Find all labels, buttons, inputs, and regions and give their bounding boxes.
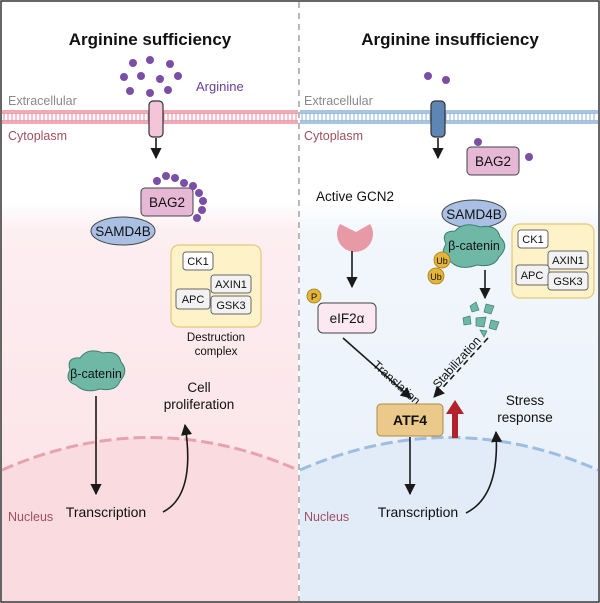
right-nuclear-envelope	[299, 436, 599, 472]
right-axin1-label: AXIN1	[552, 255, 584, 267]
right-beta-catenin	[442, 224, 506, 268]
right-bag2-label: BAG2	[475, 154, 511, 169]
ub-2-label: Ub	[430, 272, 442, 282]
right-bag2	[466, 146, 520, 176]
right-beta-catenin-label: β-catenin	[448, 239, 500, 253]
left-ck1	[182, 251, 214, 271]
right-nucleus-label: Nucleus	[304, 510, 349, 524]
right-arginine-dots	[424, 72, 450, 84]
right-bag2-arginine-1	[474, 138, 482, 146]
left-samd4b	[90, 216, 156, 246]
left-cell-line2: proliferation	[164, 397, 235, 412]
left-nucleus-label: Nucleus	[8, 510, 53, 524]
stress-line2: response	[497, 410, 553, 425]
ub-2	[427, 267, 445, 285]
left-axin1-label: AXIN1	[215, 279, 247, 291]
left-apc-label: APC	[182, 294, 205, 306]
right-transporter	[430, 100, 446, 138]
right-title: Arginine insufficiency	[361, 30, 539, 49]
right-ck1	[517, 229, 549, 249]
left-destruction-line1: Destruction	[187, 332, 245, 344]
left-cell-line1: Cell	[187, 380, 210, 395]
left-gsk3	[210, 295, 252, 315]
phospho-p-label: P	[311, 292, 317, 303]
right-apc-label: APC	[521, 270, 544, 282]
left-gsk3-label: GSK3	[216, 300, 245, 312]
left-destruction-line2: complex	[195, 346, 238, 358]
left-transcription: Transcription	[66, 504, 146, 520]
active-gcn2-label: Active GCN2	[316, 189, 394, 204]
atf4-label: ATF4	[393, 412, 427, 428]
atf4-up-arrow-shaft	[452, 412, 458, 438]
left-apc	[175, 288, 211, 310]
left-ck1-label: CK1	[187, 256, 208, 268]
left-transporter	[148, 100, 164, 138]
right-samd4b-label: SAMD4B	[446, 207, 502, 222]
left-extracellular-label: Extracellular	[8, 94, 77, 108]
left-axin1	[210, 274, 252, 294]
left-samd4b-label: SAMD4B	[95, 224, 151, 239]
degraded-fragments	[462, 301, 500, 338]
right-transcription: Transcription	[378, 504, 458, 520]
right-gsk3	[547, 271, 589, 291]
right-axin1	[547, 250, 589, 270]
left-beta-catenin	[67, 350, 126, 392]
left-bag2	[140, 187, 194, 217]
left-beta-catenin-label: β-catenin	[70, 367, 122, 381]
ub-1	[433, 251, 451, 269]
atf4-box	[376, 403, 444, 437]
left-bag2-label: BAG2	[149, 195, 185, 210]
arginine-label: Arginine	[196, 79, 244, 94]
left-nuclear-envelope	[1, 436, 299, 472]
left-nucleus-region	[2, 437, 298, 601]
left-proliferation-arrow	[162, 423, 193, 513]
right-ck1-label: CK1	[522, 234, 543, 246]
arginine-dots	[120, 56, 182, 97]
stress-response-arrow	[465, 430, 503, 514]
left-panel: Arginine sufficiency Arginine Extracellu…	[1, 30, 299, 601]
left-bag2-arginine	[153, 172, 207, 222]
right-gsk3-label: GSK3	[553, 276, 582, 288]
ub-1-label: Ub	[436, 256, 448, 266]
left-cytoplasm-label: Cytoplasm	[8, 129, 67, 143]
stress-line1: Stress	[506, 393, 545, 408]
translation-arrow	[342, 337, 412, 399]
stabilization-arrow	[433, 337, 489, 398]
phospho-p	[306, 288, 322, 304]
right-nucleus-region	[300, 437, 598, 601]
right-bag2-arginine-2	[525, 153, 533, 161]
right-cytoplasm-label: Cytoplasm	[304, 129, 363, 143]
right-extracellular-label: Extracellular	[304, 94, 373, 108]
left-title: Arginine sufficiency	[69, 30, 232, 49]
eif2a-label: eIF2α	[330, 311, 365, 326]
eif2a-box	[317, 302, 377, 334]
atf4-up-arrow-head	[446, 400, 464, 414]
gcn2-shape	[336, 224, 373, 252]
right-membrane	[300, 110, 598, 124]
right-panel: Arginine insufficiency Extracellular Cyt…	[299, 30, 599, 601]
